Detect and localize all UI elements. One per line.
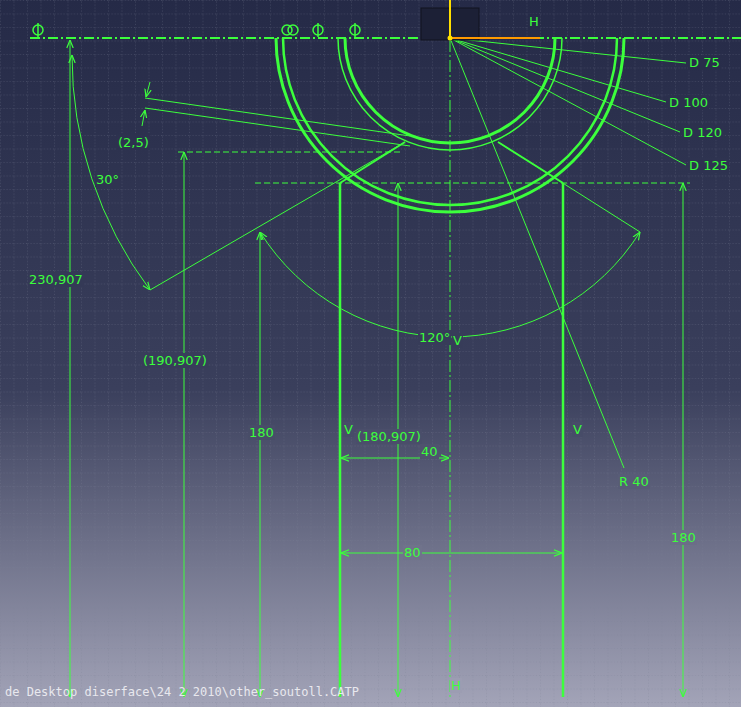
dimension-text: (2,5) — [117, 135, 150, 150]
sketch-element — [288, 25, 298, 35]
sketch-element — [317, 23, 319, 37]
diameter-label: D 120 — [682, 125, 723, 140]
sketch-element — [70, 40, 71, 697]
sketch-element — [339, 183, 342, 697]
diameter-label: D 75 — [688, 55, 721, 70]
sketch-element — [450, 38, 686, 63]
constraint-symbol: V — [572, 422, 583, 437]
sketch-element — [354, 23, 356, 37]
sketch-element — [450, 37, 540, 39]
sketch-element — [341, 553, 562, 554]
dimension-text: (190,907) — [142, 353, 208, 368]
sketch-element — [498, 142, 640, 232]
sketch-element — [146, 82, 150, 97]
sketch-element — [142, 110, 145, 126]
status-text: de Desktop diserface\24 2 2010\other_sou… — [4, 685, 360, 700]
sketch-element — [562, 183, 565, 697]
sketch-element — [450, 38, 686, 165]
axis-label: H — [528, 14, 540, 29]
sketch-element — [450, 38, 624, 468]
dimension-text: 40 — [420, 444, 439, 459]
sketch-element — [145, 108, 410, 146]
sketch-element — [448, 36, 453, 41]
sketch-element — [338, 38, 562, 150]
constraint-symbol: V — [452, 333, 463, 348]
sketch-element — [449, 0, 451, 38]
dimension-text: 180 — [670, 530, 697, 545]
dimension-text: 230,907 — [28, 272, 84, 287]
dimension-text: (180,907) — [356, 429, 422, 444]
origin-axes — [421, 0, 540, 41]
sketch-element — [255, 183, 690, 184]
sketch-element — [683, 183, 684, 697]
diameter-label: D 125 — [688, 158, 729, 173]
sketch-element — [30, 37, 741, 39]
sketch-element — [72, 55, 150, 290]
constraint-symbol: V — [343, 422, 354, 437]
sketch-element — [37, 23, 39, 37]
radius-label: R 40 — [618, 474, 650, 489]
sketch-element — [450, 38, 666, 102]
geometry — [30, 38, 741, 697]
axis-symbols — [33, 23, 360, 37]
sketch-element — [450, 38, 680, 132]
axis-label: H — [450, 678, 462, 693]
dimension-text: 80 — [403, 545, 422, 560]
dimension-text: 180 — [248, 425, 275, 440]
dimension-lines — [70, 38, 690, 697]
sketch-element — [450, 40, 451, 697]
sketch-element — [178, 152, 400, 153]
angle-dimension: 30° — [95, 172, 120, 187]
sketch-element — [260, 232, 261, 697]
angle-dimension: 120° — [418, 330, 451, 345]
diameter-label: D 100 — [668, 95, 709, 110]
sketch-element — [150, 142, 405, 290]
sketch-element — [145, 98, 410, 136]
sketch-element — [184, 152, 185, 697]
